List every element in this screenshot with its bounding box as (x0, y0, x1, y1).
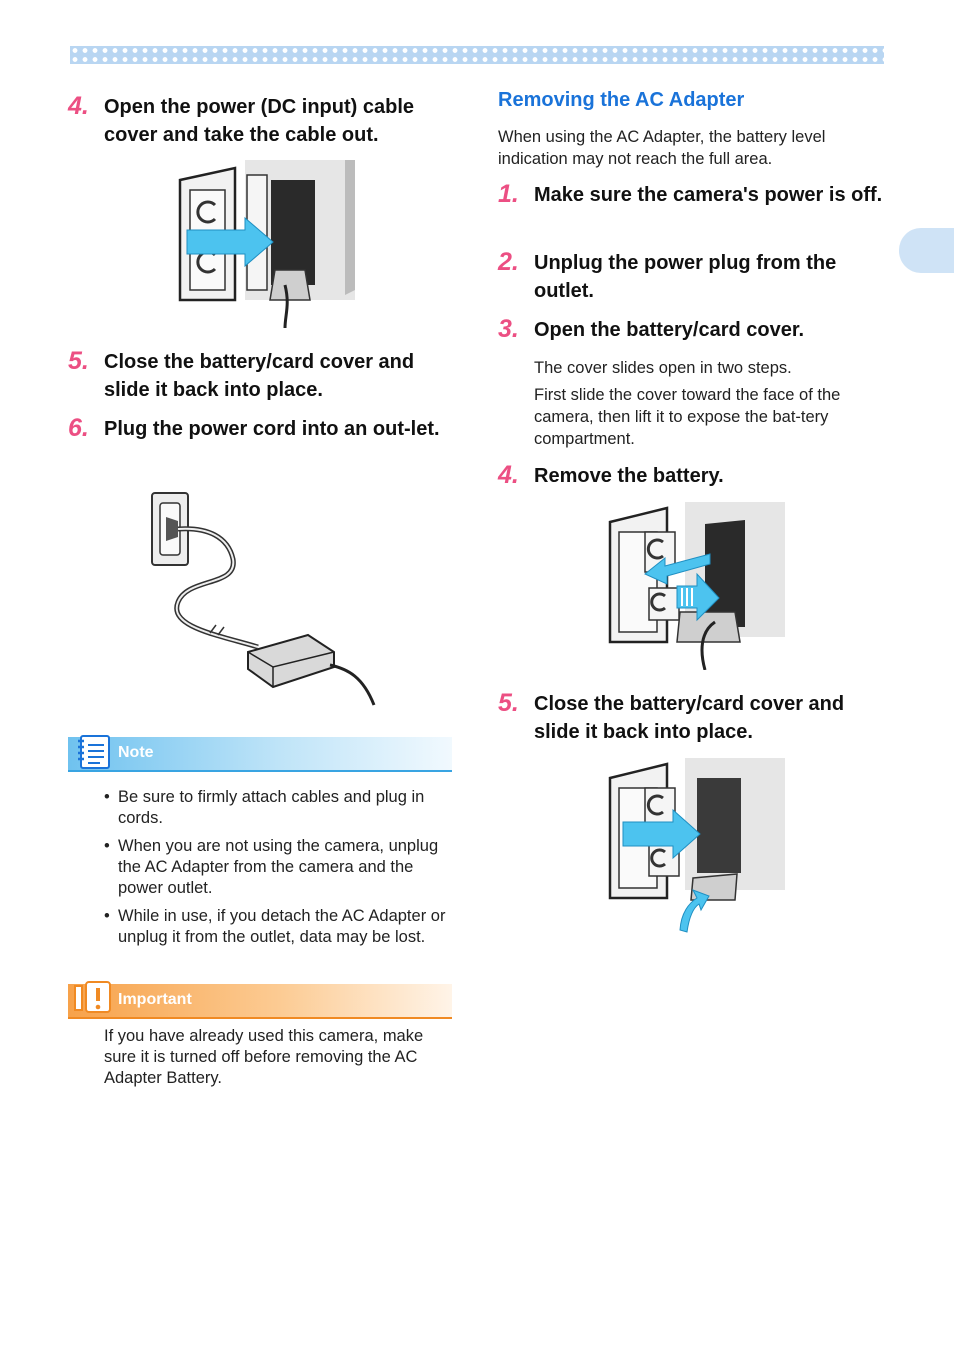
step-text: Remove the battery. (534, 465, 724, 487)
step-text: Plug the power cord into an out-let. (104, 418, 440, 440)
step-text: Close the battery/card cover and slide i… (534, 693, 845, 743)
list-item: •When you are not using the camera, unpl… (104, 837, 439, 897)
remove-battery-figure (608, 502, 785, 670)
note-label: Note (118, 744, 154, 761)
exclamation-icon (74, 981, 111, 1013)
step-number: 3. (498, 315, 519, 343)
note-pad-icon (78, 735, 110, 769)
step-1-right: 1. Make sure the camera's power is off. (498, 181, 888, 209)
note-header: Note (68, 735, 452, 772)
step-5-left: 5. Close the battery/card cover and slid… (68, 348, 458, 404)
step-2-right: 2. Unplug the power plug from the outlet… (498, 249, 888, 305)
step-number: 4. (68, 92, 89, 120)
step-text: Open the battery/card cover. (534, 319, 805, 341)
step-number: 5. (498, 689, 519, 717)
chapter-tab (899, 228, 954, 273)
step-text: Unplug the power plug from the outlet. (534, 252, 837, 302)
step-text: Open the power (DC input) cable cover an… (104, 96, 415, 146)
step-4-left: 4. Open the power (DC input) cable cover… (68, 93, 458, 149)
important-text: If you have already used this camera, ma… (104, 1027, 424, 1087)
note-list: •Be sure to firmly attach cables and plu… (104, 787, 454, 955)
step-3-right: 3. Open the battery/card cover. (498, 316, 888, 344)
detail-line: First slide the cover toward the face of… (534, 386, 841, 448)
list-item: •While in use, if you detach the AC Adap… (104, 907, 446, 946)
detail-line: The cover slides open in two steps. (534, 359, 792, 377)
section-heading: Removing the AC Adapter (498, 89, 745, 111)
step-number: 2. (498, 248, 519, 276)
step-6-left: 6. Plug the power cord into an out-let. (68, 415, 458, 443)
step-3-detail: The cover slides open in two steps. Firs… (534, 357, 884, 455)
intro-text: When using the AC Adapter, the battery l… (498, 128, 826, 168)
close-cover-figure (608, 758, 785, 933)
important-label: Important (118, 991, 192, 1008)
step-text: Make sure the camera's power is off. (534, 184, 883, 206)
header-band (70, 46, 884, 64)
step-number: 5. (68, 347, 89, 375)
camera-cable-cover-figure (178, 160, 355, 328)
important-header: Important (68, 981, 452, 1019)
power-outlet-adapter-figure (151, 492, 376, 706)
step-number: 6. (68, 414, 89, 442)
step-number: 1. (498, 180, 519, 208)
list-item: •Be sure to firmly attach cables and plu… (104, 788, 425, 827)
step-4-right: 4. Remove the battery. (498, 462, 888, 490)
step-number: 4. (498, 461, 519, 489)
step-5-right: 5. Close the battery/card cover and slid… (498, 690, 888, 746)
step-text: Close the battery/card cover and slide i… (104, 351, 415, 401)
